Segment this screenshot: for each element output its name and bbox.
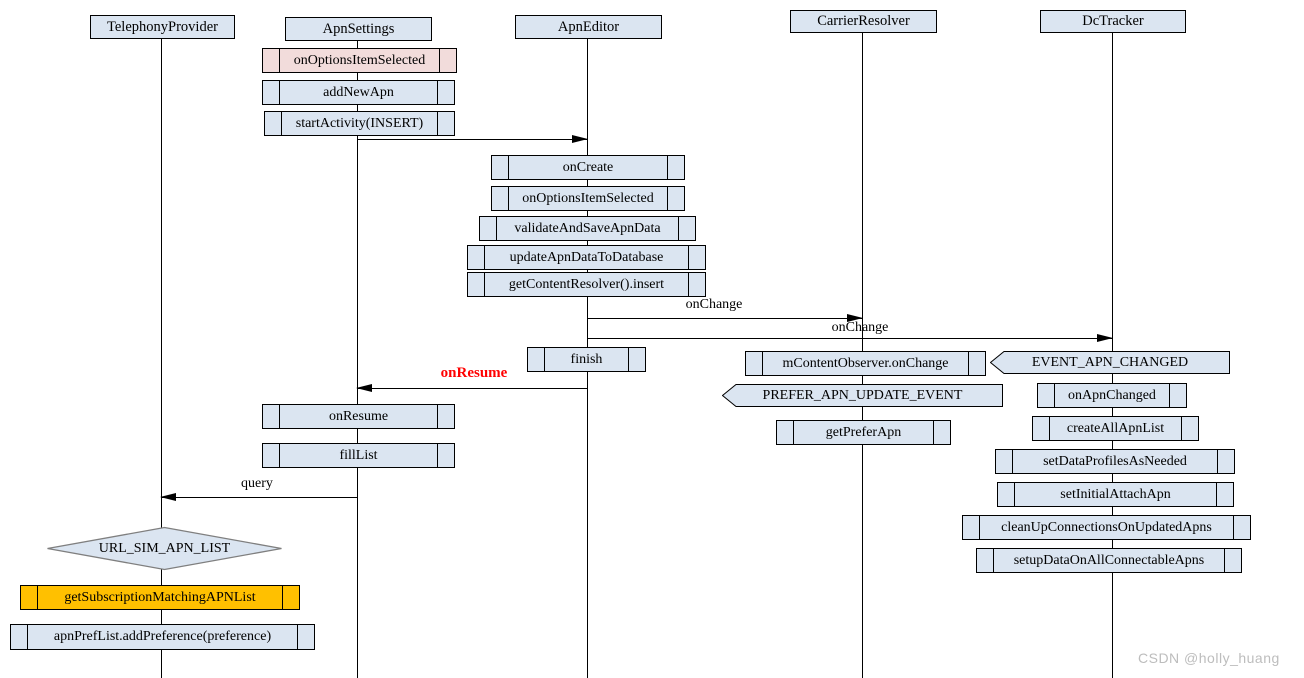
call-label: fillList xyxy=(339,447,378,463)
call-label: mContentObserver.onChange xyxy=(782,355,949,371)
call-label: createAllApnList xyxy=(1066,420,1165,436)
call-label: setInitialAttachApn xyxy=(1060,486,1171,502)
call-label: onOptionsItemSelected xyxy=(522,190,654,206)
call-box-filllist: fillList xyxy=(262,443,455,468)
call-box-updateapndatatodatabase: updateApnDataToDatabase xyxy=(467,245,706,270)
call-box-startactivity-insert: startActivity(INSERT) xyxy=(264,111,455,136)
call-box-addnewapn: addNewApn xyxy=(262,80,455,105)
call-label: validateAndSaveApnData xyxy=(514,220,661,236)
arrowhead-right-icon xyxy=(572,135,588,143)
header-label: ApnEditor xyxy=(557,18,620,35)
lifeline-telephonyprovider xyxy=(161,37,162,678)
call-box-createallapnlist: createAllApnList xyxy=(1032,416,1199,441)
call-label: onApnChanged xyxy=(1068,387,1156,403)
message-label-onresume: onResume xyxy=(440,365,508,381)
call-label: onOptionsItemSelected xyxy=(293,52,426,68)
event-box-event-apn-changed: EVENT_APN_CHANGED xyxy=(990,351,1230,374)
call-label: setupDataOnAllConnectableApns xyxy=(1013,552,1205,568)
message-arrow-onresume-to-apnsettings xyxy=(356,384,587,392)
call-box-setinitialattachapn: setInitialAttachApn xyxy=(997,482,1234,507)
call-label: addNewApn xyxy=(323,84,394,100)
call-box-onresume-apnsettings: onResume xyxy=(262,404,455,429)
call-label: startActivity(INSERT) xyxy=(295,115,424,131)
message-arrow-onchange-to-carrierresolver xyxy=(587,314,863,322)
event-label: EVENT_APN_CHANGED xyxy=(1031,354,1189,370)
call-label: getContentResolver().insert xyxy=(508,276,665,292)
arrowhead-left-icon xyxy=(356,384,372,392)
arrowhead-right-icon xyxy=(1097,334,1113,342)
message-arrow-onchange-to-dctracker xyxy=(587,334,1113,342)
header-apnsettings: ApnSettings xyxy=(285,17,432,41)
call-box-cleanupconnectionsonupdatedapns: cleanUpConnectionsOnUpdatedApns xyxy=(962,515,1251,540)
call-label: onResume xyxy=(328,408,389,424)
header-label: CarrierResolver xyxy=(817,13,910,29)
header-telephonyprovider: TelephonyProvider xyxy=(90,15,235,39)
header-label: TelephonyProvider xyxy=(107,18,218,35)
event-label: PREFER_APN_UPDATE_EVENT xyxy=(762,387,963,403)
watermark-text: CSDN @holly_huang xyxy=(1138,650,1280,666)
call-label: apnPrefList.addPreference(preference) xyxy=(53,629,272,644)
call-box-getpreferapn: getPreferApn xyxy=(776,420,951,445)
call-box-onapnchanged: onApnChanged xyxy=(1037,383,1187,408)
call-box-setdataprofilesasneeded: setDataProfilesAsNeeded xyxy=(995,449,1235,474)
header-label: ApnSettings xyxy=(322,20,395,37)
call-label: finish xyxy=(570,351,603,367)
arrowhead-left-icon xyxy=(160,493,176,501)
message-arrow-query-to-telephonyprovider xyxy=(160,493,357,501)
call-label: getPreferApn xyxy=(825,424,902,440)
lifeline-apnsettings xyxy=(357,39,358,678)
call-box-validateandsaveapndata: validateAndSaveApnData xyxy=(479,216,696,241)
call-box-apnpreflist-addpreference: apnPrefList.addPreference(preference) xyxy=(10,624,315,650)
call-label: getSubscriptionMatchingAPNList xyxy=(64,589,256,605)
call-box-setupdataonallconnectableapns: setupDataOnAllConnectableApns xyxy=(976,548,1242,573)
message-label-onchange-2: onChange xyxy=(831,320,889,335)
event-box-prefer-apn-update-event: PREFER_APN_UPDATE_EVENT xyxy=(722,384,1003,407)
message-label-onchange-1: onChange xyxy=(685,297,743,312)
call-box-mcontentobserver-onchange: mContentObserver.onChange xyxy=(745,351,986,376)
message-arrow-startactivity-to-apneditor xyxy=(357,135,588,143)
call-label: updateApnDataToDatabase xyxy=(509,249,664,265)
call-box-oncreate: onCreate xyxy=(491,155,685,180)
call-box-getsubscriptionmatchingapnlist: getSubscriptionMatchingAPNList xyxy=(20,585,300,610)
diamond-shape xyxy=(47,526,282,571)
call-label: setDataProfilesAsNeeded xyxy=(1043,453,1187,469)
call-label: onCreate xyxy=(562,159,614,175)
message-label-query: query xyxy=(241,476,273,491)
diamond-label: URL_SIM_APN_LIST xyxy=(98,540,231,556)
event-pentagon-shape xyxy=(990,351,1230,374)
header-carrierresolver: CarrierResolver xyxy=(790,10,937,33)
call-box-onoptionsitemselected-apneditor: onOptionsItemSelected xyxy=(491,186,685,211)
arrowhead-right-icon xyxy=(847,314,863,322)
call-box-getcontentresolver-insert: getContentResolver().insert xyxy=(467,272,706,297)
header-label: DcTracker xyxy=(1082,13,1144,29)
call-box-finish: finish xyxy=(527,347,646,372)
header-apneditor: ApnEditor xyxy=(515,15,662,39)
call-box-onoptionsitemselected-apnsettings: onOptionsItemSelected xyxy=(262,48,457,73)
decision-diamond-url-sim-apn-list: URL_SIM_APN_LIST xyxy=(46,526,283,571)
event-pentagon-shape xyxy=(722,384,1003,407)
call-label: cleanUpConnectionsOnUpdatedApns xyxy=(1001,519,1212,535)
header-dctracker: DcTracker xyxy=(1040,10,1186,33)
